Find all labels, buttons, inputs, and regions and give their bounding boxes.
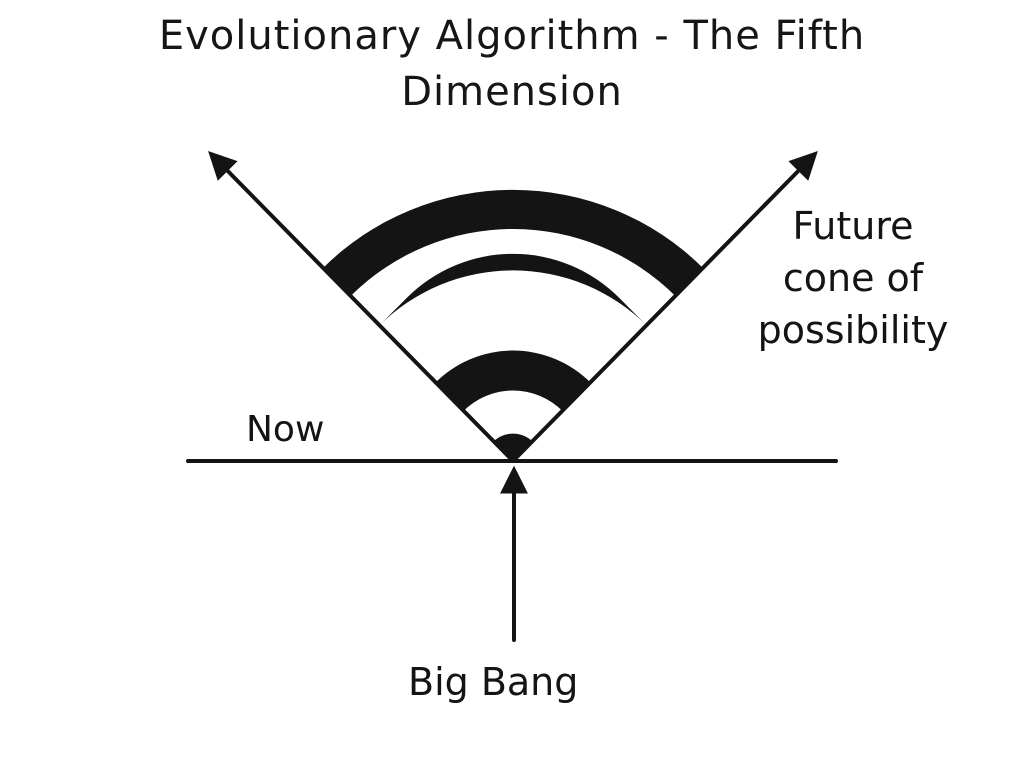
big-bang-label: Big Bang [408,660,579,704]
cone-band-4 [322,189,704,297]
cone-right-arrow [511,151,818,463]
future-cone-label: Future cone of possibility [728,200,978,356]
title-line-2: Dimension [401,69,623,115]
cone-band-2 [434,350,592,412]
future-label-line-1: Future [792,204,914,248]
cone-left-arrow [208,151,515,463]
future-label-line-2: cone of [782,256,924,300]
future-label-line-3: possibility [757,308,949,352]
title-line-1: Evolutionary Algorithm - The Fifth [158,13,866,59]
slide-title: Evolutionary Algorithm - The Fifth Dimen… [40,8,984,120]
cone-band-1 [493,433,533,462]
now-label: Now [246,409,325,450]
cone-band-3 [378,253,648,327]
